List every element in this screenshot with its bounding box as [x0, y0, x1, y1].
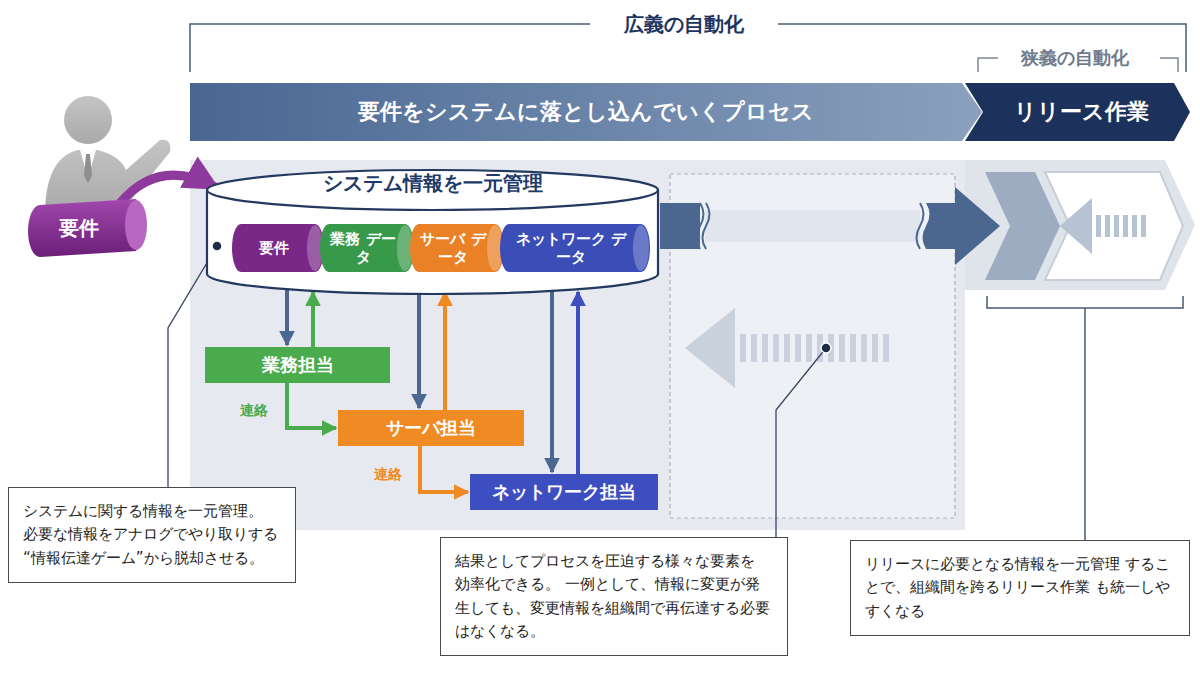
edge-label: 連絡 — [240, 402, 268, 420]
node-text: 要件 — [241, 239, 307, 257]
dash — [795, 334, 801, 362]
callout-box: リリースに必要となる情報を一元管理 することで、組織間を跨るリリース作業 も統一… — [850, 540, 1190, 636]
node-text: 結果としてプロセスを圧迫する様々な要素を 効率化できる。 一例として、情報に変更… — [455, 550, 773, 643]
connector — [420, 445, 468, 492]
edge-label: 連絡 — [374, 466, 402, 484]
dash — [861, 334, 867, 362]
node-text: システム情報を一元管理 — [323, 170, 543, 197]
dash — [828, 334, 834, 362]
release-arrow: リリース作業 — [965, 83, 1190, 141]
leader-dot — [821, 343, 831, 353]
dash — [773, 334, 779, 362]
role-box: ネットワーク担当 — [470, 474, 658, 510]
node-text: サーバ担当 — [386, 416, 476, 440]
connector — [550, 288, 554, 472]
callout-box: システムに関する情報を一元管理。 必要な情報をアナログでやり取りする “情報伝達… — [8, 487, 296, 583]
dash — [751, 334, 757, 362]
bracket-label: 狭義の自動化 — [1015, 46, 1135, 70]
node-text: 業務 データ — [329, 230, 397, 266]
data-cylinder: 要件 — [232, 224, 324, 272]
dash — [1096, 215, 1101, 237]
node-text: サーバ データ — [419, 230, 487, 266]
data-cylinder: ネットワーク データ — [500, 224, 650, 272]
dash — [1123, 215, 1128, 237]
connector — [285, 288, 289, 345]
node-text: リリースに必要となる情報を一元管理 することで、組織間を跨るリリース作業 も統一… — [865, 553, 1175, 623]
dash — [1114, 215, 1119, 237]
role-box: 業務担当 — [205, 347, 390, 383]
connector — [287, 382, 336, 428]
dash — [839, 334, 845, 362]
requirement-cylinder: 要件 — [26, 197, 150, 259]
role-box: サーバ担当 — [338, 410, 524, 446]
database-cylinder: システム情報を一元管理要件 業務 データサーバ データネットワーク データ — [205, 168, 660, 296]
panel — [190, 160, 965, 530]
node-text: ネットワーク担当 — [492, 480, 636, 504]
process-band: 要件をシステムに落とし込んでいくプロセス — [190, 83, 982, 141]
dash — [784, 334, 790, 362]
node-text: ネットワーク データ — [509, 230, 633, 266]
return-arrow — [1060, 198, 1092, 254]
connector — [417, 288, 421, 408]
dash — [806, 334, 812, 362]
node-text: 要件 — [59, 215, 99, 242]
dashed-box — [670, 174, 955, 518]
connector — [120, 175, 217, 203]
bracket-label: 広義の自動化 — [618, 11, 750, 38]
dash — [1105, 215, 1110, 237]
dash-pattern — [1096, 215, 1146, 237]
callout-box: 結果としてプロセスを圧迫する様々な要素を 効率化できる。 一例として、情報に変更… — [440, 537, 788, 656]
dash — [1132, 215, 1137, 237]
leader-dot — [212, 241, 222, 251]
person-icon — [45, 96, 170, 215]
node-text: 要件をシステムに落とし込んでいくプロセス — [358, 97, 814, 127]
dash — [1141, 215, 1146, 237]
leader-line — [776, 348, 826, 537]
dash — [850, 334, 856, 362]
return-arrow — [685, 308, 735, 388]
node-text: システムに関する情報を一元管理。 必要な情報をアナログでやり取りする “情報伝達… — [23, 500, 281, 570]
dash — [740, 334, 746, 362]
chevron-panel — [965, 160, 1195, 290]
chevron — [1045, 172, 1183, 280]
node-text: 業務担当 — [262, 353, 334, 377]
bracket — [987, 296, 1183, 540]
dash — [762, 334, 768, 362]
dash — [883, 334, 889, 362]
flow-arrow — [660, 187, 1000, 265]
connector — [311, 292, 315, 348]
node-text: リリース作業 — [1014, 97, 1149, 127]
data-cylinder: 業務 データ — [320, 224, 414, 272]
dash-pattern — [740, 334, 889, 362]
connector — [443, 292, 447, 411]
dash — [872, 334, 878, 362]
data-cylinder: サーバ データ — [410, 224, 504, 272]
connector — [576, 292, 580, 475]
